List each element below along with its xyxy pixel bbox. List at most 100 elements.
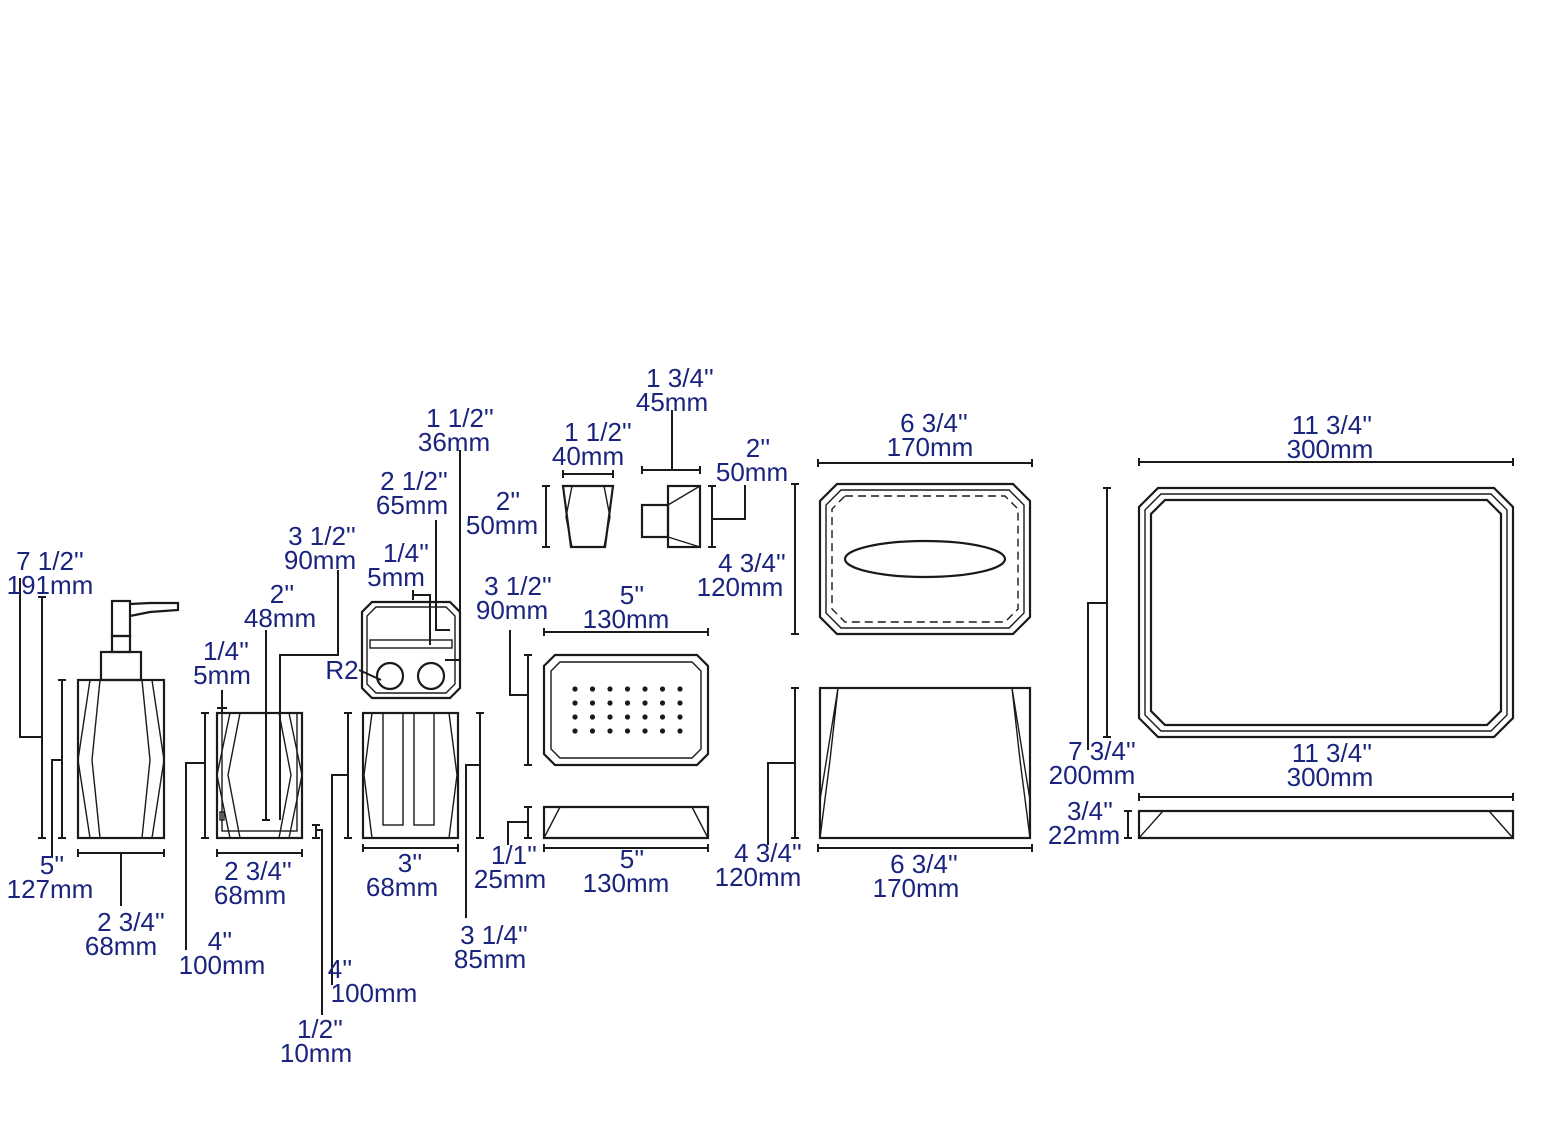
tray-width-top-in-label: 11 3/4'' (1292, 410, 1372, 440)
tray-depth-in-label: 7 3/4'' (1068, 736, 1136, 766)
cup-height-in-label: 2'' (496, 486, 520, 516)
drain-hole (659, 686, 666, 692)
tissue-width-bottom-dim (817, 844, 1033, 852)
cup-side-height-dim (708, 485, 746, 548)
tray (1087, 458, 1515, 840)
cup-width-dim (562, 470, 614, 478)
tissue-front-facets (819, 687, 1031, 839)
holder-slot-right (413, 712, 435, 826)
dispenser-body-mm-label: 127mm (7, 874, 94, 904)
cup-side-facets (667, 485, 701, 548)
holder-height-dim (465, 712, 484, 918)
dispenser-body (76, 678, 166, 840)
dispenser-height-in-label: 7 1/2'' (16, 546, 84, 576)
tray-width-side-mm-label: 300mm (1287, 762, 1374, 792)
dispenser-width-in-label: 2 3/4'' (97, 907, 165, 937)
tissue-width-top-mm-label: 170mm (887, 432, 974, 462)
soap-dish-height-mm-label: 25mm (474, 864, 546, 894)
tissue-top-outline (818, 482, 1032, 636)
holder-front-body (361, 711, 460, 840)
tissue-height-mm-label: 120mm (715, 862, 802, 892)
holder-slot-mm-label: 5mm (367, 562, 425, 592)
dispenser-body-in-label: 5'' (40, 850, 64, 880)
soap-dish-depth-dim (509, 630, 532, 766)
tissue-depth-mm-label: 120mm (697, 572, 784, 602)
drain-hole (607, 686, 613, 692)
holder-facets (363, 712, 458, 839)
drain-hole (589, 714, 596, 720)
tissue-top-dashed (831, 495, 1019, 623)
holder-width-dim (362, 844, 459, 852)
drain-hole (642, 714, 648, 720)
soap-dish-depth-in-label: 3 1/2'' (484, 571, 552, 601)
drain-hole (642, 686, 648, 692)
soap-dish-width-bottom-mm-label: 130mm (583, 868, 670, 898)
cup-facets (565, 485, 611, 548)
tissue-depth-dim (791, 483, 799, 635)
tissue-box (767, 459, 1033, 852)
drain-hole (642, 728, 648, 734)
tray-width-top-dim (1138, 458, 1514, 466)
cup-side-height-in-label: 2'' (746, 433, 770, 463)
tumbler-base-in-label: 1/2'' (297, 1014, 343, 1044)
tray-top-outline (1137, 486, 1515, 739)
holder-slot-in-label: 1/4'' (383, 538, 429, 568)
soap-dish-drain-holes (572, 686, 683, 734)
drain-hole (572, 728, 578, 734)
tray-width-top-mm-label: 300mm (1287, 434, 1374, 464)
cup-side-width-dim (641, 410, 701, 474)
holder-width-in-label: 3'' (398, 848, 422, 878)
soap-dish-width-top-in-label: 5'' (620, 580, 644, 610)
tissue-top-inner (825, 489, 1025, 629)
tray-side-outline (1137, 809, 1515, 840)
tissue-height-in-label: 4 3/4'' (734, 838, 802, 868)
tumbler-height-mm-label: 100mm (179, 950, 266, 980)
holder-depth-dim (331, 712, 352, 985)
tissue-width-top-dim (817, 459, 1033, 467)
drain-hole (589, 728, 596, 734)
tumbler-base-dim (312, 824, 323, 1015)
toothbrush-holder (331, 450, 484, 985)
holder-slot-left (382, 712, 404, 826)
cup-side-height-mm-label: 50mm (716, 457, 788, 487)
small-cup (542, 470, 615, 549)
dispenser-collar (110, 634, 132, 654)
tissue-width-top-in-label: 6 3/4'' (900, 408, 968, 438)
soap-dish-side-outline (542, 805, 710, 840)
drain-hole (572, 714, 578, 720)
tumbler-wall-mm-label: 5mm (193, 660, 251, 690)
drain-hole (624, 686, 631, 692)
tray-height-in-label: 3/4'' (1067, 796, 1113, 826)
tray-depth-dim (1087, 487, 1111, 750)
tray-height-dim (1124, 810, 1132, 839)
holder-top-in-label: 2 1/2'' (380, 466, 448, 496)
cup-width-mm-label: 40mm (552, 441, 624, 471)
small-cup-side (640, 410, 746, 549)
tumbler-wall-dim (217, 690, 227, 713)
tissue-depth-in-label: 4 3/4'' (718, 548, 786, 578)
tumbler-height-dim (185, 712, 209, 950)
drain-hole (677, 700, 683, 706)
drain-hole (677, 714, 683, 720)
holder-height-mm-label: 85mm (454, 944, 526, 974)
drain-hole (607, 728, 613, 734)
dispenser-width-mm-label: 68mm (85, 931, 157, 961)
dispenser-facets (77, 679, 165, 839)
drain-hole (589, 686, 596, 692)
holder-height-in-label: 3 1/4'' (460, 920, 528, 950)
soap-dispenser (19, 578, 180, 906)
tray-top-inner (1149, 498, 1503, 727)
soap-dish-width-top-mm-label: 130mm (583, 604, 670, 634)
tray-top-rim (1144, 493, 1508, 732)
cup-height-dim (542, 485, 550, 548)
dispenser-height-mm-label: 191mm (7, 570, 94, 600)
holder-depth-in-label: 3 1/2'' (288, 521, 356, 551)
tumbler-depth-in-label: 4'' (328, 954, 352, 984)
soap-dish-width-bottom-dim (543, 844, 709, 852)
tumbler-depth-mm-label: 100mm (331, 978, 418, 1008)
holder-top-mm-label: 65mm (376, 490, 448, 520)
drain-hole (659, 728, 666, 734)
holder-top-outline (360, 600, 462, 700)
holder-width-mm-label: 68mm (366, 872, 438, 902)
